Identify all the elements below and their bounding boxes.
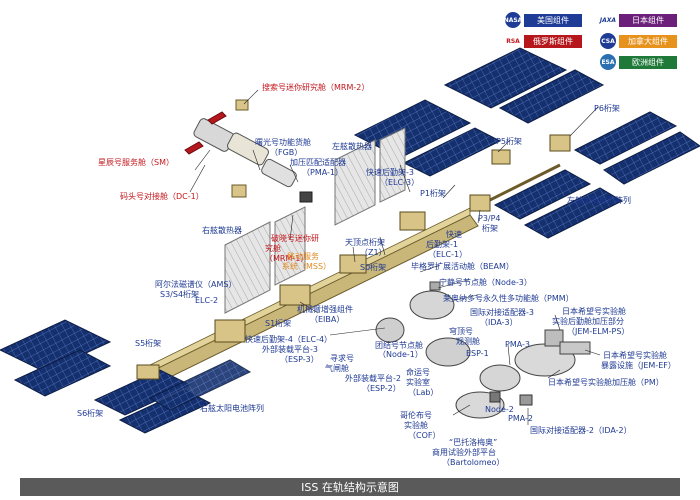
label-jem-pm: 日本希望号实验舱加压舱（PM） xyxy=(548,378,664,387)
label-eiba: 机械臂增强组件 xyxy=(297,305,353,314)
legend-label: 日本组件 xyxy=(619,13,677,27)
label-mrm1-3: （MRM-1） xyxy=(265,254,309,263)
legend-item-japan: JAXA 日本组件 xyxy=(600,12,677,28)
label-jem-elm-2: 实验后勤舱加压部分 xyxy=(552,317,624,326)
label-quest: 寻求号 xyxy=(330,354,354,363)
label-s1: S1桁架 xyxy=(265,319,292,328)
label-mss: 移动服务 xyxy=(287,252,319,261)
label-node1-2: （Node-1） xyxy=(378,350,423,359)
label-esp2: 外部装载平台-2 xyxy=(345,374,401,383)
label-z1: 天顶点桁架 xyxy=(345,238,385,247)
label-ida2: 国际对接适配器-2（IDA-2） xyxy=(530,426,632,435)
label-jem-elm: 日本希望号实验舱 xyxy=(562,307,626,316)
legend-label: 美国组件 xyxy=(524,13,582,27)
label-pma1-abbr: （PMA-1） xyxy=(302,168,343,177)
label-ams: 阿尔法磁谱仪（AMS） xyxy=(155,280,237,289)
label-cof-3: （COF） xyxy=(408,431,441,440)
label-cupola: 穹顶号 xyxy=(449,327,473,336)
label-mrm1-2: 究舱 xyxy=(265,244,281,253)
label-elc2: ELC-2 xyxy=(195,296,219,305)
legend-item-usa: NASA 美国组件 xyxy=(504,12,582,28)
truss-details xyxy=(136,134,571,380)
label-z1-2: （Z1） xyxy=(360,248,387,257)
jaxa-logo-icon: JAXA xyxy=(600,12,616,28)
label-bartolomeo-2: 商用试验外部平台 xyxy=(432,448,496,457)
esa-logo-icon: ESA xyxy=(600,54,616,70)
label-pma3: PMA-3 xyxy=(505,340,530,349)
label-elc3-abbr: （ELC-3） xyxy=(380,178,420,187)
label-quest-2: 气闸舱 xyxy=(325,364,349,373)
label-lab-2: 实验室 xyxy=(406,378,430,387)
label-beam: 毕格罗扩展活动舱（BEAM） xyxy=(411,262,514,271)
roscosmos-logo-icon: RSA xyxy=(505,33,521,49)
label-p5: P5桁架 xyxy=(496,137,522,146)
port-solar-array-upper xyxy=(443,47,700,185)
label-s0: S0桁架 xyxy=(360,263,387,272)
label-mss-2: 系统（MSS） xyxy=(282,262,332,271)
label-jem-ef-2: 暴露设施（JEM-EF） xyxy=(601,361,676,370)
label-esp2-2: （ESP-2） xyxy=(362,384,401,393)
csa-logo-icon: CSA xyxy=(600,33,616,49)
label-node2: Node-2 xyxy=(485,405,514,414)
leader-lines xyxy=(189,89,601,425)
label-ida3-2: （IDA-3） xyxy=(480,318,518,327)
label-s6: S6桁架 xyxy=(77,409,104,418)
label-sm: 星辰号服务舱（SM） xyxy=(98,158,174,167)
starboard-solar-array xyxy=(0,319,252,434)
us-modules xyxy=(375,281,591,419)
starboard-radiator xyxy=(224,206,306,314)
label-s5: S5桁架 xyxy=(135,339,162,348)
label-esp1: ESP-1 xyxy=(466,349,489,358)
label-lab: 命运号 xyxy=(406,368,430,377)
label-p6: P6桁架 xyxy=(594,104,620,113)
legend-item-canada: CSA 加拿大组件 xyxy=(600,33,677,49)
label-elc3: 快速后勤架-3 xyxy=(366,168,414,177)
label-node1: 团结号节点舱 xyxy=(375,341,423,350)
label-elc1-2: 后勤架-1 xyxy=(426,240,458,249)
legend-label: 欧洲组件 xyxy=(619,55,677,69)
label-bartolomeo: “巴托洛梅奥” xyxy=(449,438,498,447)
label-elc1: 快速 xyxy=(446,230,462,239)
label-esp3-2: （ESP-3） xyxy=(280,355,319,364)
label-cof-2: 实验舱 xyxy=(404,421,428,430)
label-pma1: 加压匹配适配器 xyxy=(290,158,346,167)
label-pma2: PMA-2 xyxy=(508,414,533,423)
label-jem-elm-3: （JEM-ELM-PS） xyxy=(567,327,630,336)
legend-item-russia: RSA 俄罗斯组件 xyxy=(505,33,582,49)
label-elc4: 快速后勤架-4（ELC-4） xyxy=(245,335,333,344)
label-jem-ef: 日本希望号实验舱 xyxy=(603,351,667,360)
label-ida3: 国际对接适配器-3 xyxy=(470,308,534,317)
label-mrm2: 搜索号迷你研究舱（MRM-2） xyxy=(262,83,370,92)
legend-item-europe: ESA 欧洲组件 xyxy=(600,54,677,70)
label-fgb-abbr: （FGB） xyxy=(270,148,303,157)
label-port-solar: 左舷太阳电池阵列 xyxy=(567,196,631,205)
label-elc1-3: （ELC-1） xyxy=(428,250,468,259)
label-mrm1: 破晓号迷你研 xyxy=(271,234,319,243)
label-port-radiator: 左舷散热器 xyxy=(332,142,372,151)
label-cupola-2: 观测舱 xyxy=(456,337,480,346)
label-starboard-radiator: 右舷散热器 xyxy=(202,226,242,235)
russian-segment xyxy=(184,99,313,203)
label-starboard-solar: 右舷太阳电池阵列 xyxy=(200,404,264,413)
label-p1: P1桁架 xyxy=(420,189,446,198)
label-p3p4: P3/P4 xyxy=(478,214,501,223)
label-pmm: 莱奥纳多号永久性多功能舱（PMM） xyxy=(443,294,574,303)
label-dc1: 码头号对接舱（DC-1） xyxy=(120,192,204,201)
label-esp3: 外部装载平台-3 xyxy=(262,345,318,354)
label-eiba-2: （EIBA） xyxy=(310,315,345,324)
label-bartolomeo-3: （Bartolomeo） xyxy=(442,458,505,467)
label-cof: 哥伦布号 xyxy=(400,411,432,420)
label-p3p4-2: 桁架 xyxy=(482,224,498,233)
label-lab-3: （Lab） xyxy=(408,388,439,397)
legend-label: 俄罗斯组件 xyxy=(524,34,582,48)
port-radiator xyxy=(334,127,406,226)
label-fgb: 曙光号功能货舱 xyxy=(255,138,311,147)
nasa-logo-icon: NASA xyxy=(504,12,522,28)
figure-caption: ISS 在轨结构示意图 xyxy=(20,478,680,496)
legend-label: 加拿大组件 xyxy=(619,34,677,48)
label-s3s4: S3/S4桁架 xyxy=(160,290,200,299)
label-node3: 宁静号节点舱（Node-3） xyxy=(439,278,532,287)
